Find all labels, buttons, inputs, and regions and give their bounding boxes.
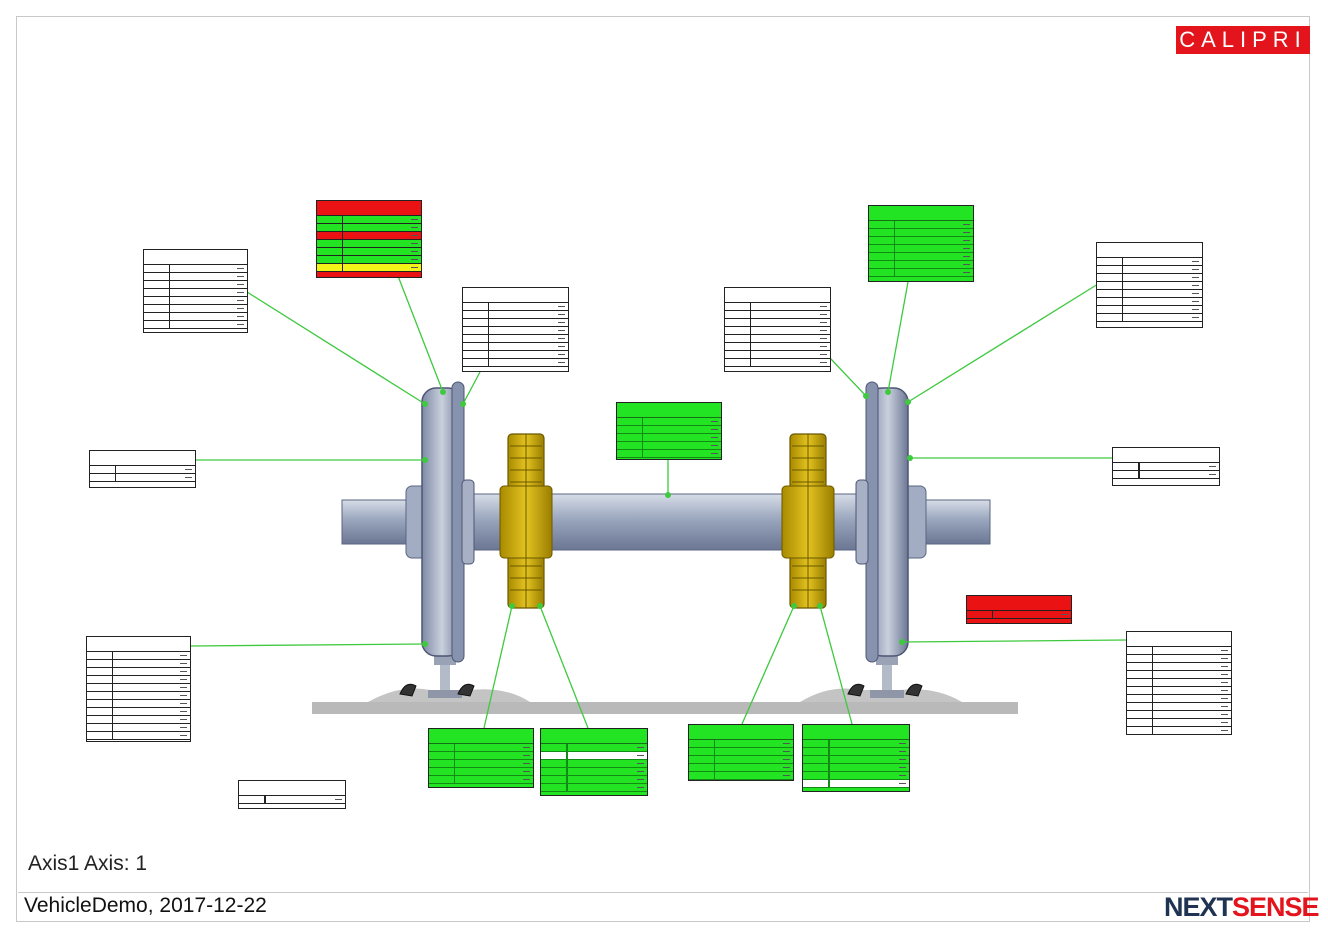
measurement-table-ok bbox=[688, 724, 794, 781]
measurement-table bbox=[1112, 447, 1220, 486]
nextsense-logo: NEXTSENSE bbox=[1164, 892, 1320, 923]
left-wheel bbox=[421, 381, 475, 663]
measurement-table-ok bbox=[616, 402, 722, 460]
measurement-table bbox=[89, 450, 196, 488]
measurement-table bbox=[1096, 242, 1203, 328]
vehicle-caption: VehicleDemo, 2017-12-22 bbox=[24, 894, 267, 917]
measurement-table bbox=[1126, 631, 1232, 735]
measurement-table-flagged bbox=[316, 200, 422, 278]
measurement-table bbox=[462, 287, 569, 372]
right-wheel bbox=[855, 381, 909, 663]
logo-sense-text: SENSE bbox=[1232, 892, 1320, 922]
rail-clips bbox=[399, 683, 923, 697]
report-frame bbox=[16, 16, 1310, 922]
leader-dots bbox=[422, 389, 913, 647]
footer-divider bbox=[18, 892, 1308, 893]
axis-caption: Axis1 Axis: 1 bbox=[28, 852, 148, 875]
measurement-table-ok bbox=[540, 728, 648, 796]
right-brake-disc bbox=[781, 433, 835, 609]
measurement-table bbox=[86, 636, 191, 742]
measurement-table-ok bbox=[802, 724, 910, 792]
logo-next-text: NEXT bbox=[1164, 892, 1233, 922]
left-brake-disc bbox=[499, 433, 553, 609]
measurement-table-ok bbox=[428, 728, 534, 788]
leader-lines bbox=[190, 275, 1127, 729]
measurement-table-flagged bbox=[966, 595, 1072, 624]
measurement-table bbox=[724, 287, 831, 372]
left-rail bbox=[428, 655, 462, 698]
measurement-table bbox=[238, 780, 346, 809]
measurement-table bbox=[143, 249, 248, 333]
calipri-logo: CALIPRI bbox=[1176, 26, 1310, 54]
right-rail bbox=[870, 655, 904, 698]
measurement-table-ok bbox=[868, 205, 974, 282]
